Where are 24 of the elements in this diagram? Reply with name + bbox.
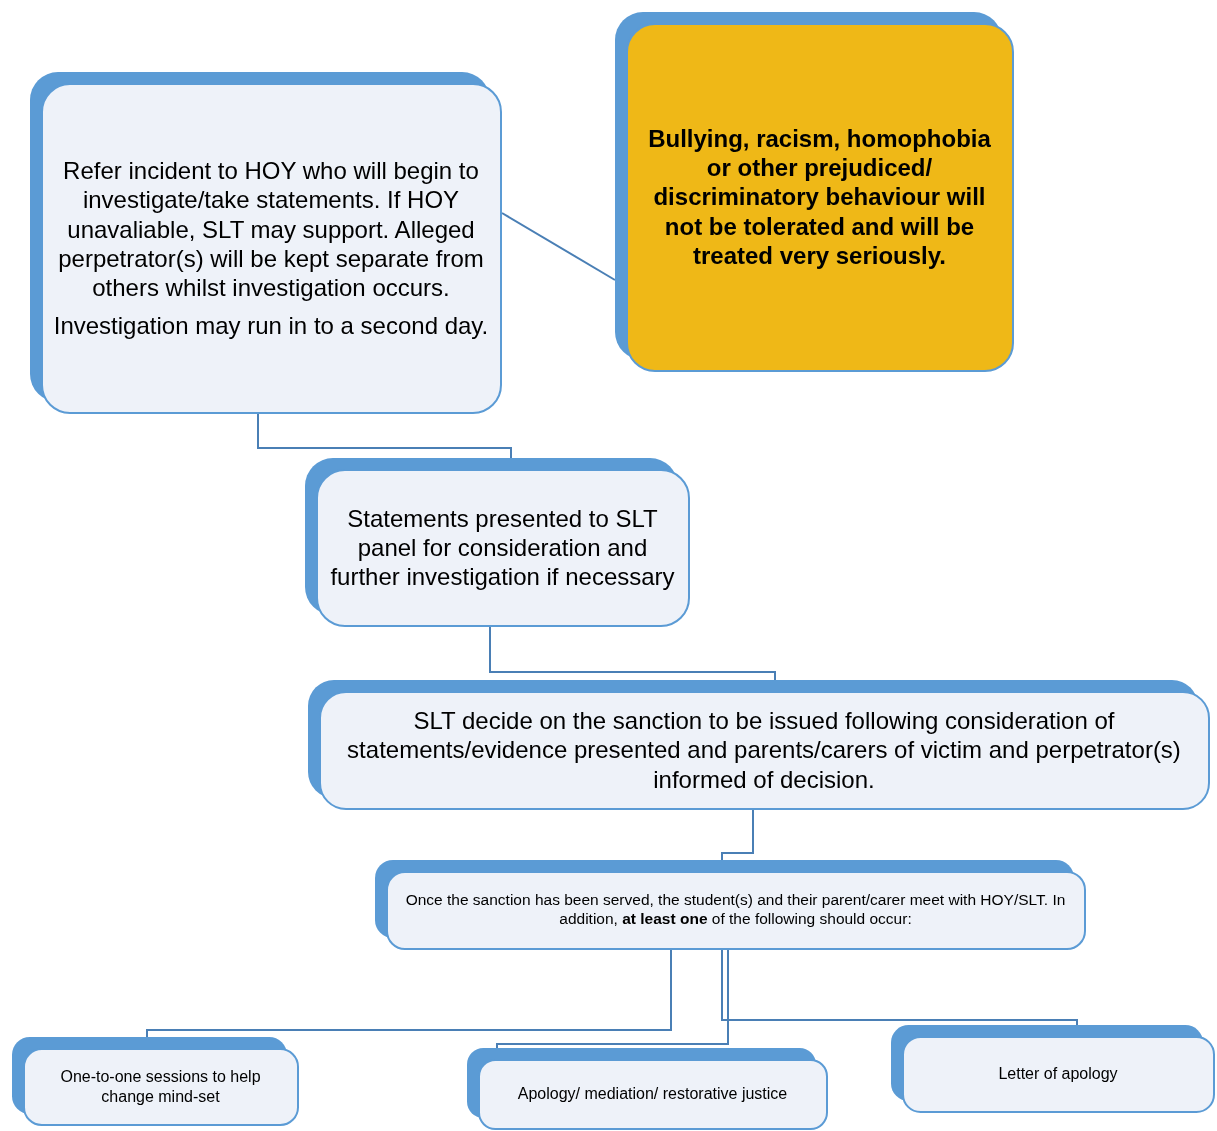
connector-line — [501, 212, 616, 281]
process-box — [308, 680, 1210, 810]
box-text: One-to-one sessions to help change mind-set — [59, 1067, 262, 1106]
box-text: Once the sanction has been served, the student(s) and their parent/carer meet with HOY/SLT. In addition, at least one of the following should occur: — [404, 891, 1067, 929]
connector-line — [257, 413, 512, 459]
process-box — [305, 458, 690, 627]
process-box — [12, 1037, 299, 1126]
warning-box — [615, 12, 1014, 372]
box-text: Bullying, racism, homophobia or other prejudiced/ discriminatory behaviour will not be tolerated and will be treated very seriously. — [647, 123, 992, 271]
connector-line — [146, 949, 672, 1038]
box-text: Refer incident to HOY who will begin to investigate/take statements. If HOY unavaliable, SLT may support. Alleged perpetrator(s) will be kept separate from others whilst investigation occurs. — [57, 156, 485, 303]
connector-line — [721, 949, 1078, 1026]
process-box — [467, 1048, 828, 1130]
connector-line — [496, 949, 729, 1049]
process-box — [375, 860, 1086, 950]
box-text: SLT decide on the sanction to be issued following consideration of statements/evidence presented and parents/carers of victim and perpetrator(s) informed of decision. — [346, 706, 1182, 794]
connector-line — [489, 626, 776, 681]
process-box — [30, 72, 502, 414]
box-text: Investigation may run in to a second day. — [53, 310, 489, 340]
process-box — [891, 1025, 1215, 1113]
box-text: Statements presented to SLT panel for consideration and further investigation if necessary — [329, 503, 676, 592]
box-text: Letter of apology — [998, 1064, 1118, 1084]
box-text: Apology/ mediation/ restorative justice — [517, 1084, 788, 1104]
connector-line — [721, 809, 754, 861]
